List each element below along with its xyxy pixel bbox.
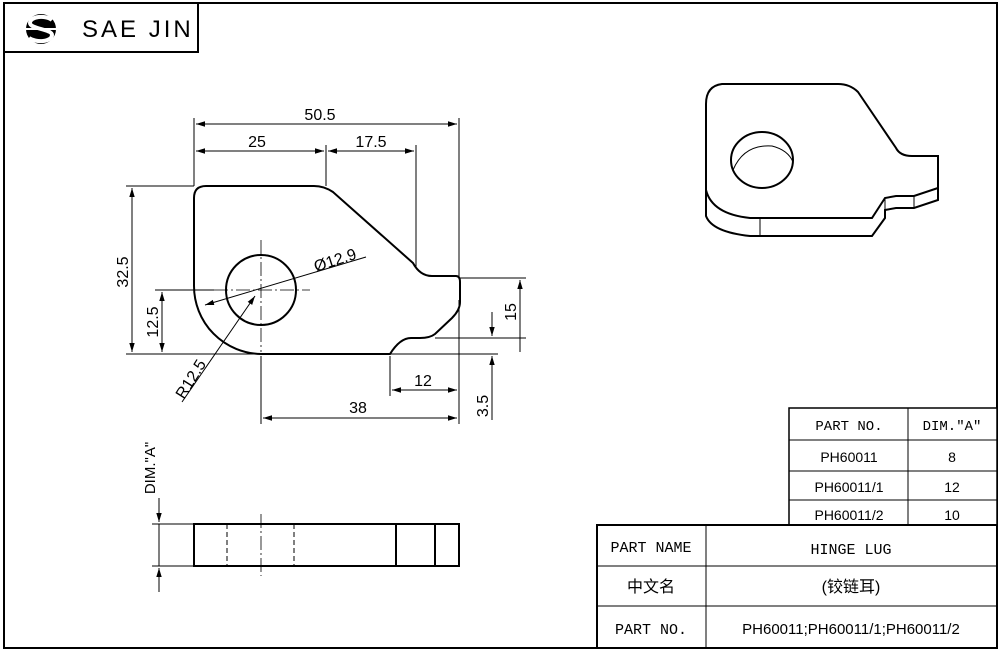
part-no-label: PART NO.: [615, 622, 687, 639]
table-header-part-no: PART NO.: [815, 419, 882, 435]
dim-corner-radius: R12.5: [173, 357, 210, 402]
dim-hole-diameter: Ø12.9: [312, 246, 359, 276]
diameter-leader: [204, 256, 367, 306]
iso-bottom-edges: [705, 188, 939, 237]
dim-overall-width: 50.5: [304, 107, 335, 124]
dim-tab-width: 12: [414, 373, 432, 390]
table-header-dim-a: DIM."A": [923, 419, 982, 435]
table-row-dim-a: 12: [944, 479, 960, 495]
table-row-part-no: PH60011/1: [814, 479, 883, 495]
dim-overall-height: 32.5: [115, 256, 132, 287]
logo-box: [4, 3, 199, 53]
dim-notch-depth: 3.5: [475, 395, 492, 417]
table-row-dim-a: 8: [948, 449, 956, 465]
dim-tab-height: 15: [503, 303, 520, 321]
part-name-value: HINGE LUG: [810, 542, 891, 559]
table-row-dim-a: 10: [944, 507, 960, 523]
part-no-value: PH60011;PH60011/1;PH60011/2: [742, 621, 960, 638]
dim-a-table: PART NO. DIM."A" PH60011 8 PH60011/1 12 …: [788, 407, 998, 526]
chinese-name-label: 中文名: [627, 578, 675, 596]
front-view: 50.5 25 17.5 32.5 12.5 Ø12.9 R12.5 15 3.…: [115, 107, 526, 424]
dim-top-left-width: 25: [248, 134, 266, 151]
sheet-border: [3, 2, 998, 649]
part-name-label: PART NAME: [610, 540, 691, 557]
company-name: SAE JIN: [82, 16, 194, 43]
side-view: DIM."A": [142, 442, 460, 592]
dim-slope-width: 17.5: [355, 134, 386, 151]
table-row-part-no: PH60011: [820, 449, 878, 465]
isometric-view: [705, 83, 939, 237]
chinese-name-value: (铰链耳): [822, 578, 881, 596]
table-row-part-no: PH60011/2: [814, 507, 883, 523]
side-outline: [193, 523, 460, 567]
dim-hole-to-right: 38: [349, 400, 367, 417]
radius-leader: [181, 295, 256, 403]
dim-hole-center-height: 12.5: [145, 306, 162, 337]
title-block: PART NAME HINGE LUG 中文名 (铰链耳) PART NO. P…: [596, 524, 998, 649]
sae-jin-logo-icon: [25, 14, 57, 44]
iso-hole: [730, 131, 794, 189]
dim-side-thickness: DIM."A": [142, 442, 159, 494]
part-outline: [193, 185, 461, 355]
iso-top-face: [705, 83, 939, 219]
